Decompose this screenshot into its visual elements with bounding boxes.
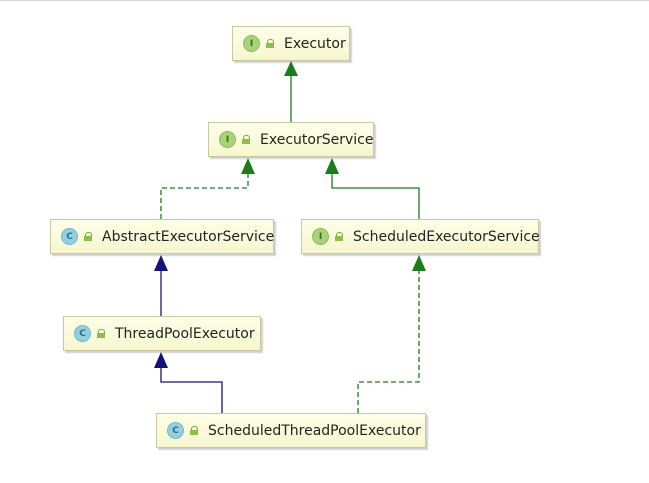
edge-scheduledthreadpoolexecutor-implements-scheduledexecutorservice <box>357 255 426 413</box>
executor-node[interactable]: I Executor <box>232 26 350 61</box>
interface-icon: I <box>243 35 260 52</box>
edge-scheduledthreadpoolexecutor-extends-threadpoolexecutor <box>154 352 223 413</box>
interface-icon: I <box>219 131 236 148</box>
executor-service-node[interactable]: I ExecutorService <box>208 122 374 157</box>
edge-threadpoolexecutor-extends-abstractexecutorservice <box>154 255 168 316</box>
lock-icon <box>84 232 93 241</box>
lock-icon <box>335 232 344 241</box>
top-border <box>0 0 649 1</box>
lock-icon <box>266 39 275 48</box>
interface-icon: I <box>312 228 329 245</box>
thread-pool-executor-node[interactable]: C ThreadPoolExecutor <box>63 316 261 351</box>
abstract-executor-service-node[interactable]: C AbstractExecutorService <box>50 219 274 254</box>
scheduled-executor-service-node[interactable]: I ScheduledExecutorService <box>301 219 540 254</box>
scheduled-thread-pool-executor-node[interactable]: C ScheduledThreadPoolExecutor <box>156 413 426 448</box>
class-icon: C <box>74 325 91 342</box>
thread-pool-executor-label: ThreadPoolExecutor <box>115 325 255 342</box>
lock-icon <box>97 329 106 338</box>
scheduled-thread-pool-executor-label: ScheduledThreadPoolExecutor <box>208 422 421 439</box>
edge-executorservice-extends-executor <box>284 61 298 122</box>
lock-icon <box>190 426 199 435</box>
scheduled-executor-service-label: ScheduledExecutorService <box>353 228 540 245</box>
lock-icon <box>242 135 251 144</box>
class-icon: C <box>167 422 184 439</box>
abstract-executor-service-label: AbstractExecutorService <box>102 228 275 245</box>
class-icon: C <box>61 228 78 245</box>
executor-label: Executor <box>284 35 346 52</box>
edge-scheduledexecutorservice-extends-executorservice <box>325 158 420 219</box>
executor-service-label: ExecutorService <box>260 131 374 148</box>
edge-abstractexecutorservice-implements-executorservice <box>160 158 255 219</box>
